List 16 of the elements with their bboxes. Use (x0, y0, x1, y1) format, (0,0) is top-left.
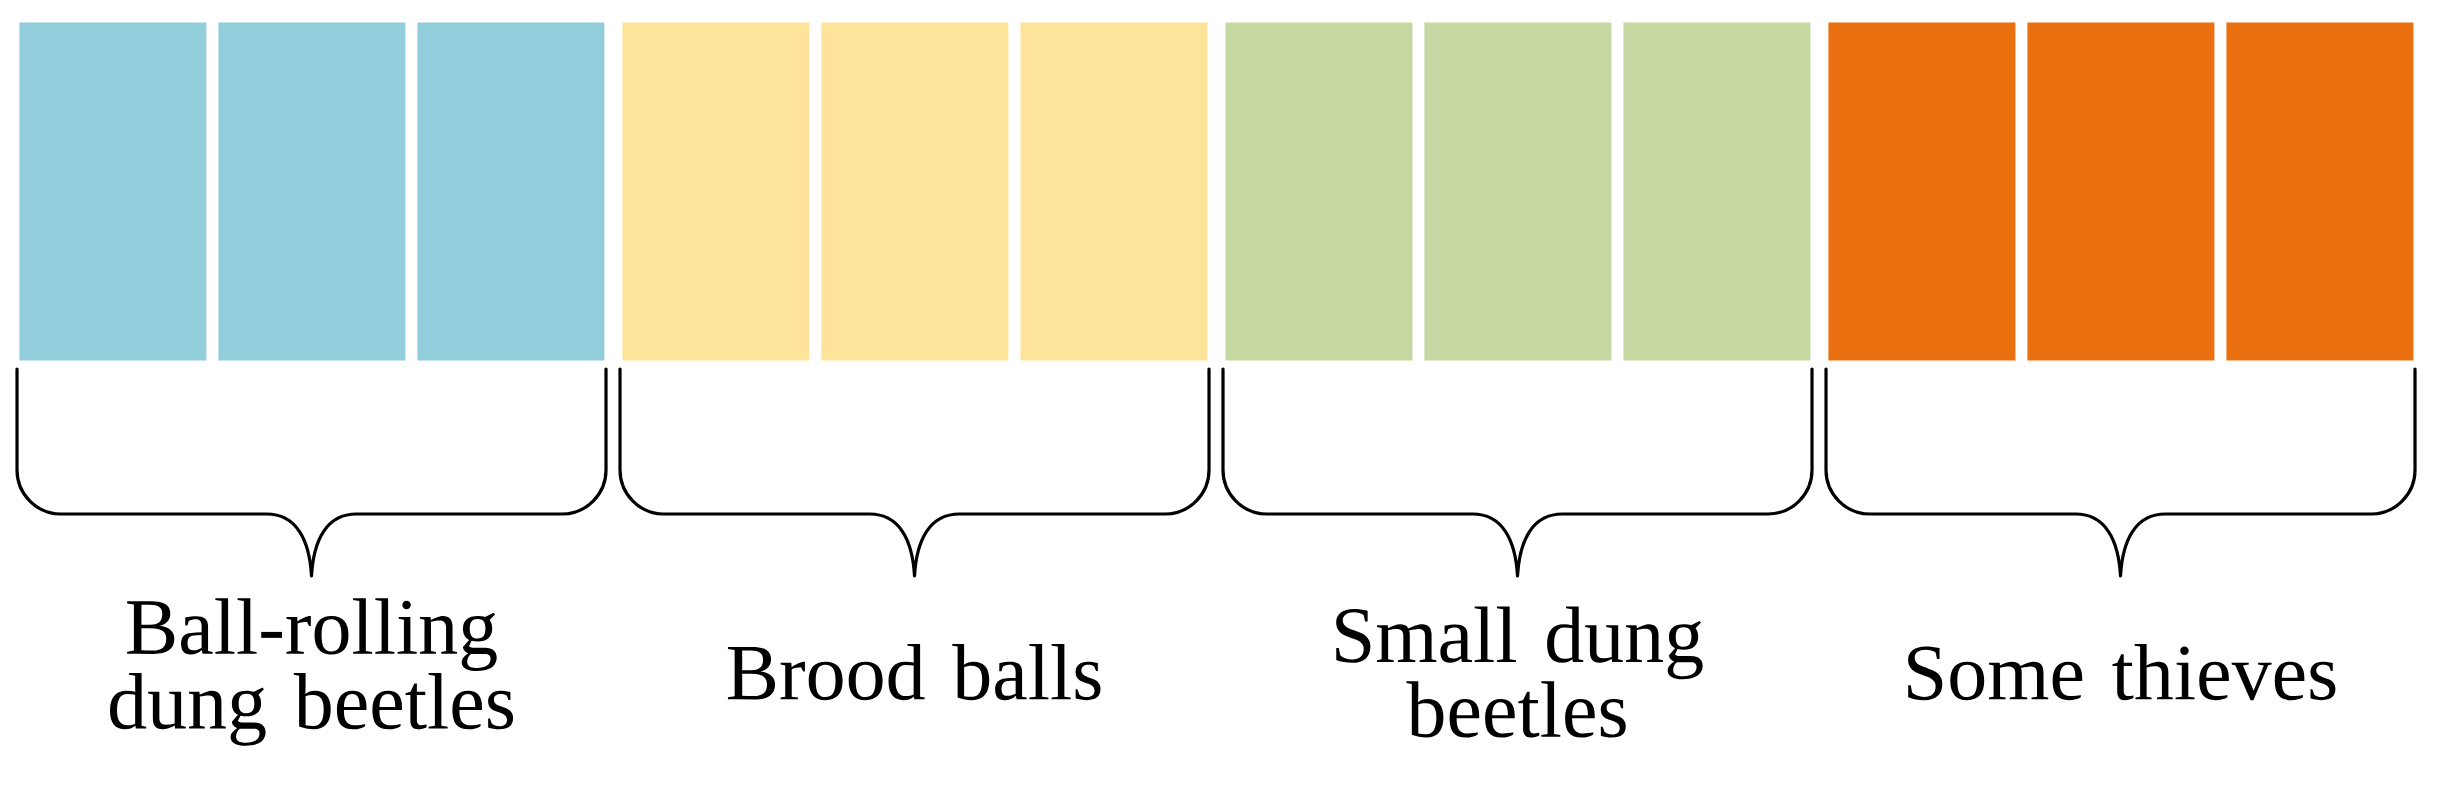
group-label: Some thieves (1908, 643, 2336, 701)
colored-block (1225, 22, 1413, 361)
colored-block (1020, 22, 1208, 361)
colored-block (1424, 22, 1612, 361)
colored-block (1828, 22, 2016, 361)
group-label: Brood balls (727, 643, 1101, 701)
group-label: Small dung beetles (1336, 606, 1703, 738)
colored-block (218, 22, 406, 361)
colored-block (417, 22, 605, 361)
colored-block (2226, 22, 2414, 361)
colored-block (2027, 22, 2215, 361)
colored-block (19, 22, 207, 361)
group-label: Ball-rolling dung beetles (110, 598, 514, 746)
colored-block (622, 22, 810, 361)
colored-block (1623, 22, 1811, 361)
colored-block (821, 22, 1009, 361)
